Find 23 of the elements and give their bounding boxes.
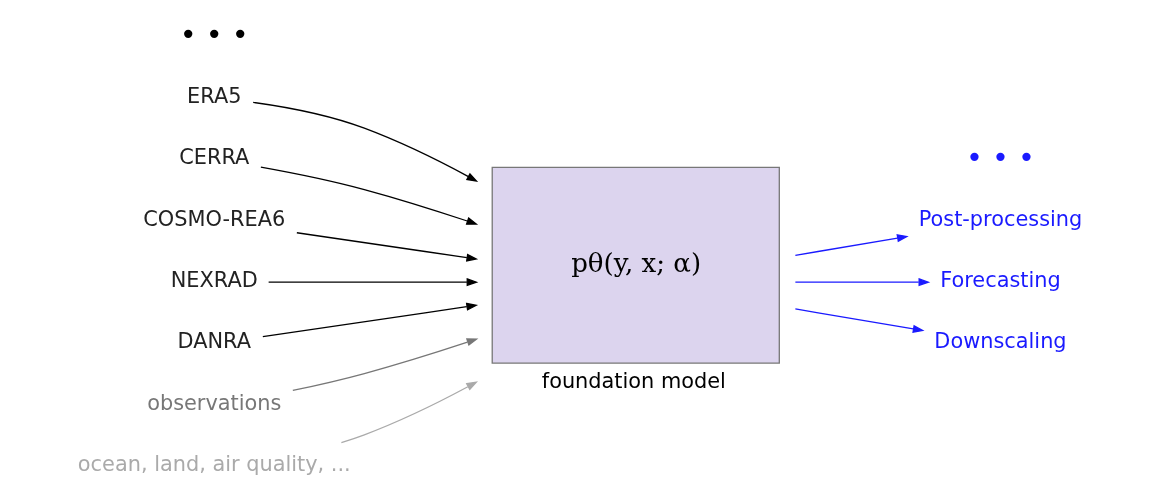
node-text: DANRA: [177, 329, 251, 354]
node-text: Post-processing: [918, 206, 1082, 231]
node-text: ocean, land, air quality, ...: [77, 452, 351, 477]
label: • • •: [965, 139, 1035, 174]
node-text: ERA5: [186, 84, 241, 109]
arrow: [340, 381, 478, 444]
node-text: Forecasting: [939, 268, 1061, 293]
arrow: [259, 166, 478, 225]
node-text: COSMO-REA6: [142, 206, 285, 231]
arrow: [291, 338, 478, 392]
node-text: NEXRAD: [170, 268, 258, 293]
arrow: [267, 278, 478, 287]
node-text: Downscaling: [933, 329, 1067, 354]
label: • • •: [179, 17, 249, 52]
node-label: foundation model: [541, 368, 726, 393]
node-text: observations: [146, 390, 281, 415]
arrow: [794, 308, 925, 333]
arrow: [295, 232, 478, 262]
node-text: CERRA: [178, 145, 249, 170]
arrow: [794, 278, 930, 287]
arrow: [261, 302, 478, 338]
arrow: [794, 234, 909, 256]
arrow: [252, 101, 478, 182]
